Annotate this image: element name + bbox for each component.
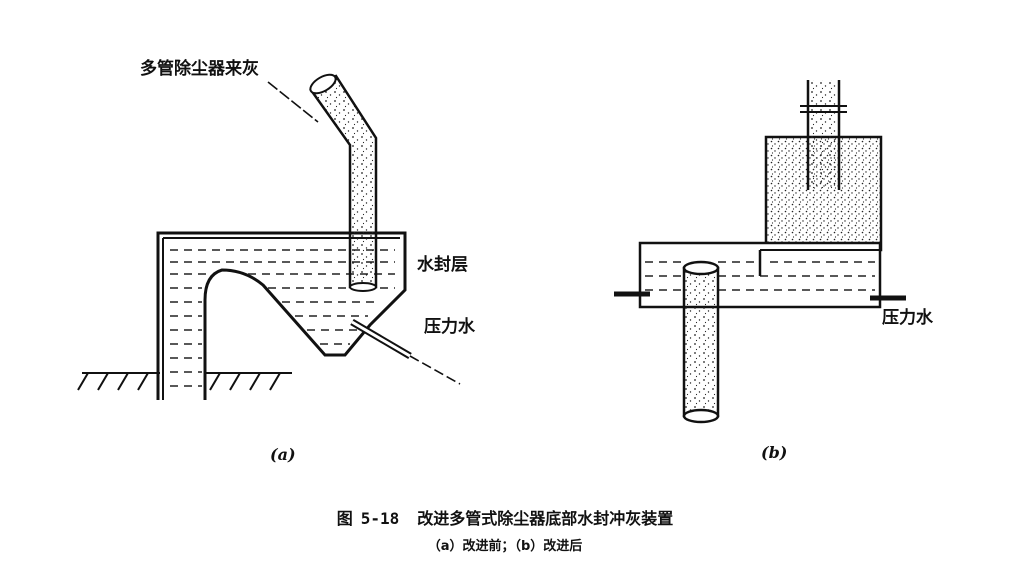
label-water-seal: 水封层 [417, 254, 468, 275]
pressure-nozzles-b [614, 291, 906, 301]
water-lines-b [645, 261, 875, 291]
dust-inlet-pipe [309, 74, 378, 289]
label-dust-inlet: 多管除尘器来灰 [140, 58, 259, 79]
leader-dust-inlet [267, 81, 319, 123]
ground-hatching [77, 372, 292, 391]
label-pressure-water-a: 压力水 [424, 316, 476, 337]
caption-number: 5-18 [360, 509, 400, 528]
sublabel-a: (a) [270, 445, 296, 464]
caption-title: 改进多管式除尘器底部水封冲灰装置 [417, 509, 674, 528]
sublabel-b: (b) [761, 443, 787, 462]
label-pressure-water-b: 压力水 [882, 307, 934, 328]
figure-caption: 图 5-18 改进多管式除尘器底部水封冲灰装置 [0, 505, 1010, 529]
caption-prefix: 图 [336, 509, 353, 528]
seal-tank-outline [156, 231, 407, 400]
diagram-b: 压力水 (b) [614, 80, 934, 462]
drain-pipe [682, 260, 720, 424]
pipe-bottom-opening [349, 282, 377, 292]
pressure-water-nozzle [350, 318, 461, 385]
figure-subcaption: （a）改进前；（b）改进后 [427, 539, 583, 554]
diagram-a: 多管除尘器来灰 水封层 压力水 (a) [77, 58, 476, 464]
top-inlet-pipe [800, 80, 847, 190]
pipe-top-opening [309, 73, 337, 95]
